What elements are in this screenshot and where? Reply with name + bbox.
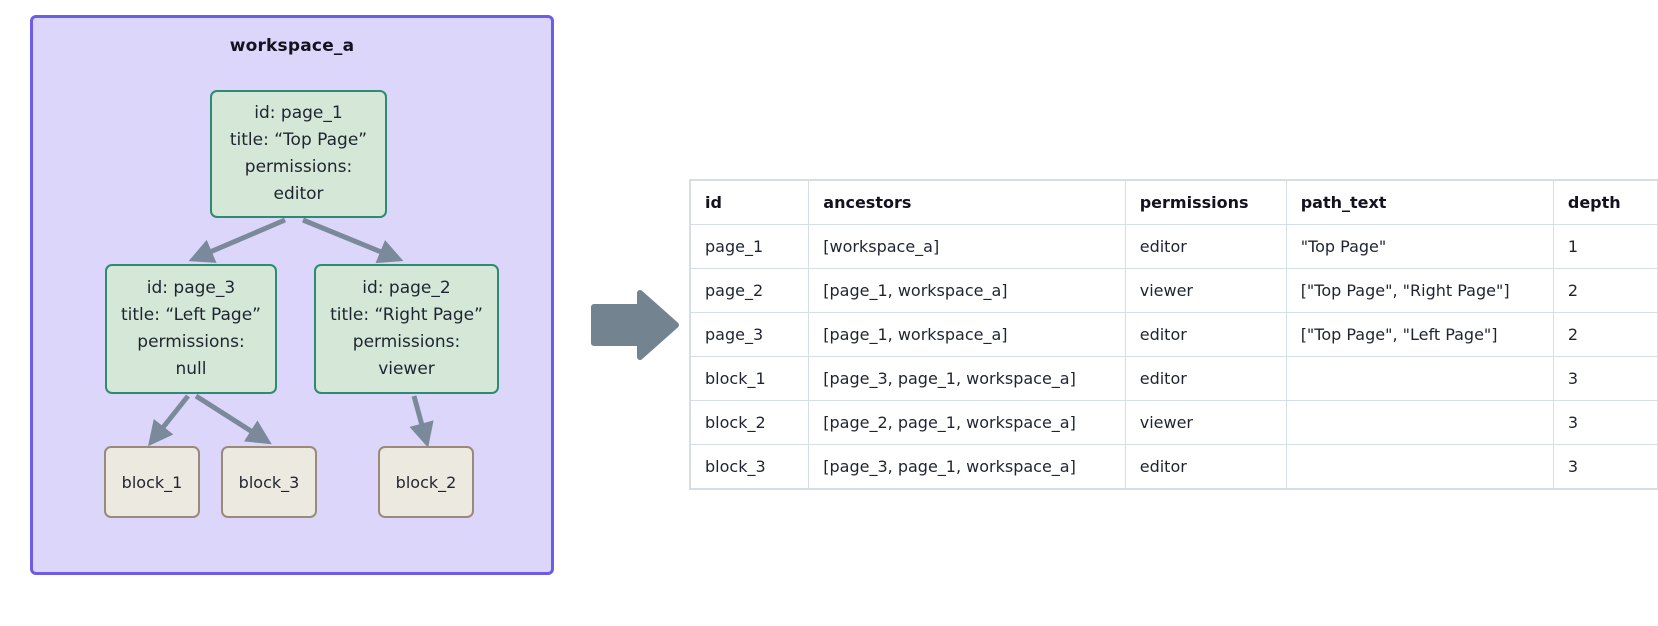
result-table: id ancestors permissions path_text depth… — [689, 180, 1658, 489]
cell-path-text: ["Top Page", "Left Page"] — [1285, 312, 1554, 357]
table-row: page_2 [page_1, workspace_a] viewer ["To… — [689, 268, 1658, 313]
cell-ancestors: [page_1, workspace_a] — [808, 312, 1126, 357]
cell-depth: 3 — [1552, 444, 1658, 489]
cell-path-text — [1285, 444, 1554, 489]
cell-ancestors: [page_3, page_1, workspace_a] — [808, 356, 1126, 401]
cell-permissions: editor — [1124, 444, 1287, 489]
workspace-title: workspace_a — [229, 36, 355, 56]
node-page-1-permissions-label: permissions: — [244, 157, 353, 177]
node-page-2-id: id: page_2 — [362, 278, 451, 298]
node-block-3[interactable]: block_3 — [221, 446, 317, 518]
cell-path-text — [1285, 400, 1554, 445]
node-page-3-permissions-label: permissions: — [137, 332, 245, 352]
column-header-path-text[interactable]: path_text — [1285, 180, 1554, 225]
node-page-1[interactable]: id: page_1 title: “Top Page” permissions… — [210, 90, 387, 218]
node-page-3-id: id: page_3 — [146, 278, 236, 298]
edge-page1-page2 — [302, 217, 404, 264]
node-page-1-permissions-value: editor — [273, 184, 324, 204]
cell-id: block_2 — [689, 400, 810, 445]
table-header-row: id ancestors permissions path_text depth — [689, 180, 1658, 225]
node-page-1-title: title: “Top Page” — [229, 130, 368, 150]
node-block-2-label: block_2 — [395, 472, 457, 492]
edge-page2-block2 — [409, 395, 434, 448]
node-page-2-permissions-label: permissions: — [352, 332, 461, 352]
table-row: page_1 [workspace_a] editor "Top Page" 1 — [689, 224, 1658, 269]
table-row: block_2 [page_2, page_1, workspace_a] vi… — [689, 400, 1658, 445]
column-header-depth[interactable]: depth — [1552, 180, 1658, 225]
node-page-1-id: id: page_1 — [254, 103, 343, 123]
edge-page3-block1 — [148, 394, 190, 447]
cell-id: block_3 — [689, 444, 810, 489]
table-row: block_3 [page_3, page_1, workspace_a] ed… — [689, 444, 1658, 489]
cell-depth: 2 — [1552, 312, 1658, 357]
cell-permissions: editor — [1124, 312, 1287, 357]
node-block-3-label: block_3 — [238, 472, 300, 492]
node-page-2-permissions-value: viewer — [378, 359, 435, 379]
edge-page3-block3 — [194, 393, 272, 445]
node-page-3-title: title: “Left Page” — [120, 305, 261, 325]
node-block-1[interactable]: block_1 — [104, 446, 200, 518]
cell-id: page_1 — [689, 224, 810, 269]
cell-path-text — [1285, 356, 1554, 401]
cell-path-text: "Top Page" — [1285, 224, 1554, 269]
node-page-2-title: title: “Right Page” — [330, 305, 483, 325]
node-page-3-permissions-value: null — [175, 359, 207, 379]
cell-depth: 3 — [1552, 400, 1658, 445]
edge-page1-page3 — [188, 217, 286, 263]
column-header-id[interactable]: id — [689, 180, 810, 225]
cell-permissions: viewer — [1124, 268, 1287, 313]
cell-depth: 3 — [1552, 356, 1658, 401]
cell-ancestors: [page_2, page_1, workspace_a] — [808, 400, 1126, 445]
cell-depth: 1 — [1552, 224, 1658, 269]
table-row: block_1 [page_3, page_1, workspace_a] ed… — [689, 356, 1658, 401]
cell-permissions: editor — [1124, 356, 1287, 401]
cell-permissions: viewer — [1124, 400, 1287, 445]
cell-id: block_1 — [689, 356, 810, 401]
node-page-2[interactable]: id: page_2 title: “Right Page” permissio… — [314, 264, 499, 394]
cell-id: page_3 — [689, 312, 810, 357]
right-arrow-icon — [591, 290, 679, 360]
cell-path-text: ["Top Page", "Right Page"] — [1285, 268, 1554, 313]
cell-permissions: editor — [1124, 224, 1287, 269]
column-header-ancestors[interactable]: ancestors — [808, 180, 1126, 225]
node-block-1-label: block_1 — [121, 472, 183, 492]
cell-ancestors: [page_3, page_1, workspace_a] — [808, 444, 1126, 489]
table-row: page_3 [page_1, workspace_a] editor ["To… — [689, 312, 1658, 357]
node-page-3[interactable]: id: page_3 title: “Left Page” permission… — [105, 264, 277, 394]
cell-ancestors: [workspace_a] — [808, 224, 1126, 269]
cell-id: page_2 — [689, 268, 810, 313]
workspace-container: workspace_a id: page_1 title: “Top Page”… — [30, 15, 554, 575]
cell-ancestors: [page_1, workspace_a] — [808, 268, 1126, 313]
column-header-permissions[interactable]: permissions — [1124, 180, 1287, 225]
node-block-2[interactable]: block_2 — [378, 446, 474, 518]
cell-depth: 2 — [1552, 268, 1658, 313]
